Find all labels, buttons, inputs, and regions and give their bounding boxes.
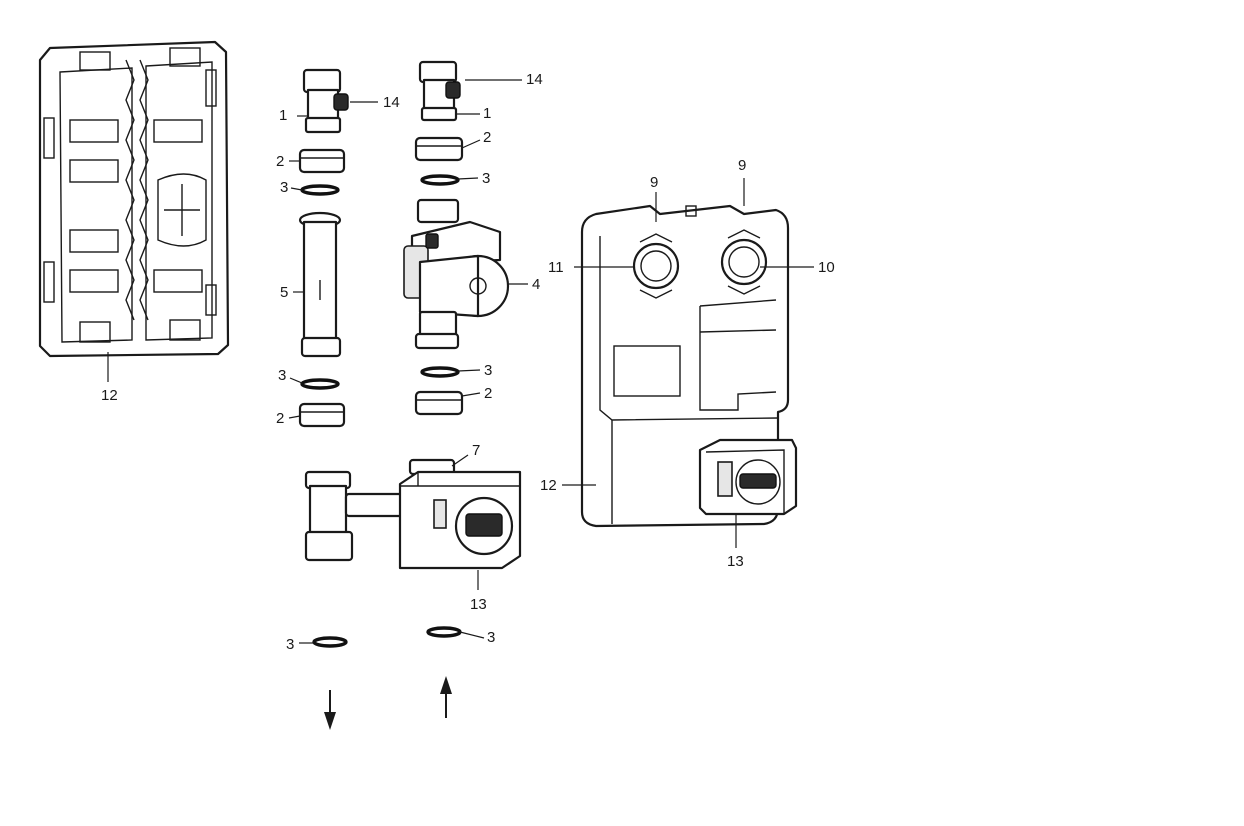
label-9-right: 9: [738, 157, 746, 174]
flow-arrow-up: [440, 676, 452, 718]
rear-insulation-shell: 12: [38, 40, 230, 404]
union-nut-right-bottom: 2: [414, 385, 492, 416]
mixing-valve-assembly: 7 13: [304, 442, 522, 613]
label-7: 7: [472, 442, 480, 459]
label-1-left: 1: [279, 107, 287, 124]
flow-arrow-down: [324, 690, 336, 730]
label-14-left: 14: [383, 94, 400, 111]
label-9-left: 9: [650, 174, 658, 191]
gasket-left-top: 3: [280, 179, 340, 196]
front-insulation-shell: 9 9 11 10 12 13: [540, 157, 835, 570]
gasket-right-top: 3: [420, 170, 490, 187]
ball-valve-left: 1 14: [279, 68, 400, 134]
label-3-left-top: 3: [280, 179, 288, 196]
label-2-left-top: 2: [276, 153, 284, 170]
label-2-right-top: 2: [483, 129, 491, 146]
label-12-left: 12: [101, 387, 118, 404]
label-3-right-top: 3: [482, 170, 490, 187]
union-nut-left-bottom: 2: [276, 402, 346, 428]
gasket-bottom-left: 3: [286, 636, 348, 653]
flow-meter-pipe: 5: [280, 211, 342, 358]
label-13-lower: 13: [470, 596, 487, 613]
label-10: 10: [818, 259, 835, 276]
label-3-right-bottom: 3: [484, 362, 492, 379]
label-11: 11: [548, 259, 564, 276]
ball-valve-right: 14 1: [418, 60, 543, 122]
label-3-bottom-right: 3: [487, 629, 495, 646]
label-13-right: 13: [727, 553, 744, 570]
label-14-right: 14: [526, 71, 543, 88]
label-1-right: 1: [483, 105, 491, 122]
gasket-right-bottom: 3: [420, 362, 492, 379]
label-12-right: 12: [540, 477, 557, 494]
circulation-pump: 4: [403, 198, 540, 350]
union-nut-right-top: 2: [414, 129, 491, 162]
label-2-left-bottom: 2: [276, 410, 284, 427]
label-2-right-bottom: 2: [484, 385, 492, 402]
gasket-bottom-right: 3: [426, 626, 495, 646]
union-nut-left-top: 2: [276, 148, 346, 174]
gasket-left-bottom: 3: [278, 367, 340, 390]
label-5: 5: [280, 284, 288, 301]
label-4: 4: [532, 276, 540, 293]
label-3-left-bottom: 3: [278, 367, 286, 384]
label-3-bottom-left: 3: [286, 636, 294, 653]
